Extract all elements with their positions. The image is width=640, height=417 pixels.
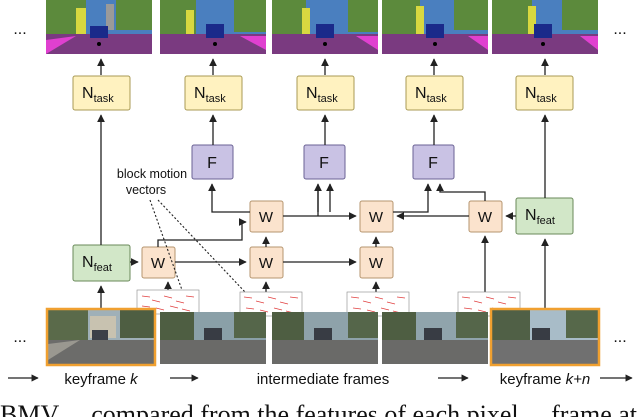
task-network-box: Ntask [72,75,131,111]
svg-text:Nfeat: Nfeat [525,207,555,227]
ellipsis-top-left: ... [13,21,26,38]
feature-network-box-left: Nfeat [72,244,131,282]
fusion-box: F [303,144,346,180]
svg-text:Ntask: Ntask [415,85,447,105]
svg-text:W: W [259,255,274,272]
keyframe-k-image [45,307,157,367]
keyframe-k-label: keyframe k [64,371,139,388]
segmentation-output-2 [160,0,266,54]
svg-text:F: F [207,155,217,172]
keyframe-kn-label: keyframe k+n [500,371,590,388]
ellipsis-bottom-left: ... [13,329,26,346]
svg-text:F: F [428,155,438,172]
feature-network-box-right: Nfeat [515,197,574,235]
bmv-annotation-line2: vectors [126,183,166,197]
intermediate-frame-image [272,312,378,364]
cropped-caption-text: BMV ... compared from the features of ea… [0,400,637,417]
bmv-annotation-line1: block motion [117,167,187,181]
fusion-box: F [412,144,455,180]
segmentation-output-row [46,0,598,54]
task-network-box: Ntask [515,75,574,111]
warp-box: W [249,200,284,233]
svg-text:W: W [369,255,384,272]
intermediate-frame-image [382,312,488,364]
svg-text:W: W [369,209,384,226]
svg-text:W: W [259,209,274,226]
fusion-row: F F F [191,144,455,180]
keyframe-kn-image [489,307,601,367]
task-network-box: Ntask [184,75,243,111]
warp-box: W [249,246,284,279]
bmv-annotation-pointers [149,199,246,293]
motion-vector-field [136,289,200,315]
task-network-row: Ntask Ntask Ntask Ntask Ntask [72,75,574,111]
warp-box: W [359,200,394,233]
task-network-box: Ntask [405,75,464,111]
fusion-box: F [191,144,234,180]
warp-box: W [359,246,394,279]
ellipsis-top-right: ... [613,21,626,38]
svg-text:Ntask: Ntask [194,85,226,105]
svg-text:F: F [319,155,329,172]
segmentation-output-5 [492,0,598,54]
video-frame-row [45,307,601,367]
svg-text:Ntask: Ntask [306,85,338,105]
warp-row-lower: Nfeat W W W [72,244,394,282]
warp-box: W [141,246,176,279]
task-network-box: Ntask [296,75,355,111]
intermediate-frames-label: intermediate frames [257,371,390,388]
intermediate-frame-image [160,312,266,364]
task-output-arrows [97,58,549,75]
warp-row-upper: W W W Nfeat [249,197,574,235]
svg-text:W: W [151,255,166,272]
svg-text:W: W [478,209,493,226]
warp-box: W [468,200,503,233]
svg-text:Ntask: Ntask [82,85,114,105]
segmentation-output-3 [272,0,378,54]
segmentation-output-1 [46,0,152,54]
ellipsis-bottom-right: ... [613,329,626,346]
svg-text:Nfeat: Nfeat [82,254,112,274]
svg-text:Ntask: Ntask [525,85,557,105]
connection-arrows [97,114,549,308]
segmentation-output-4 [382,0,488,54]
